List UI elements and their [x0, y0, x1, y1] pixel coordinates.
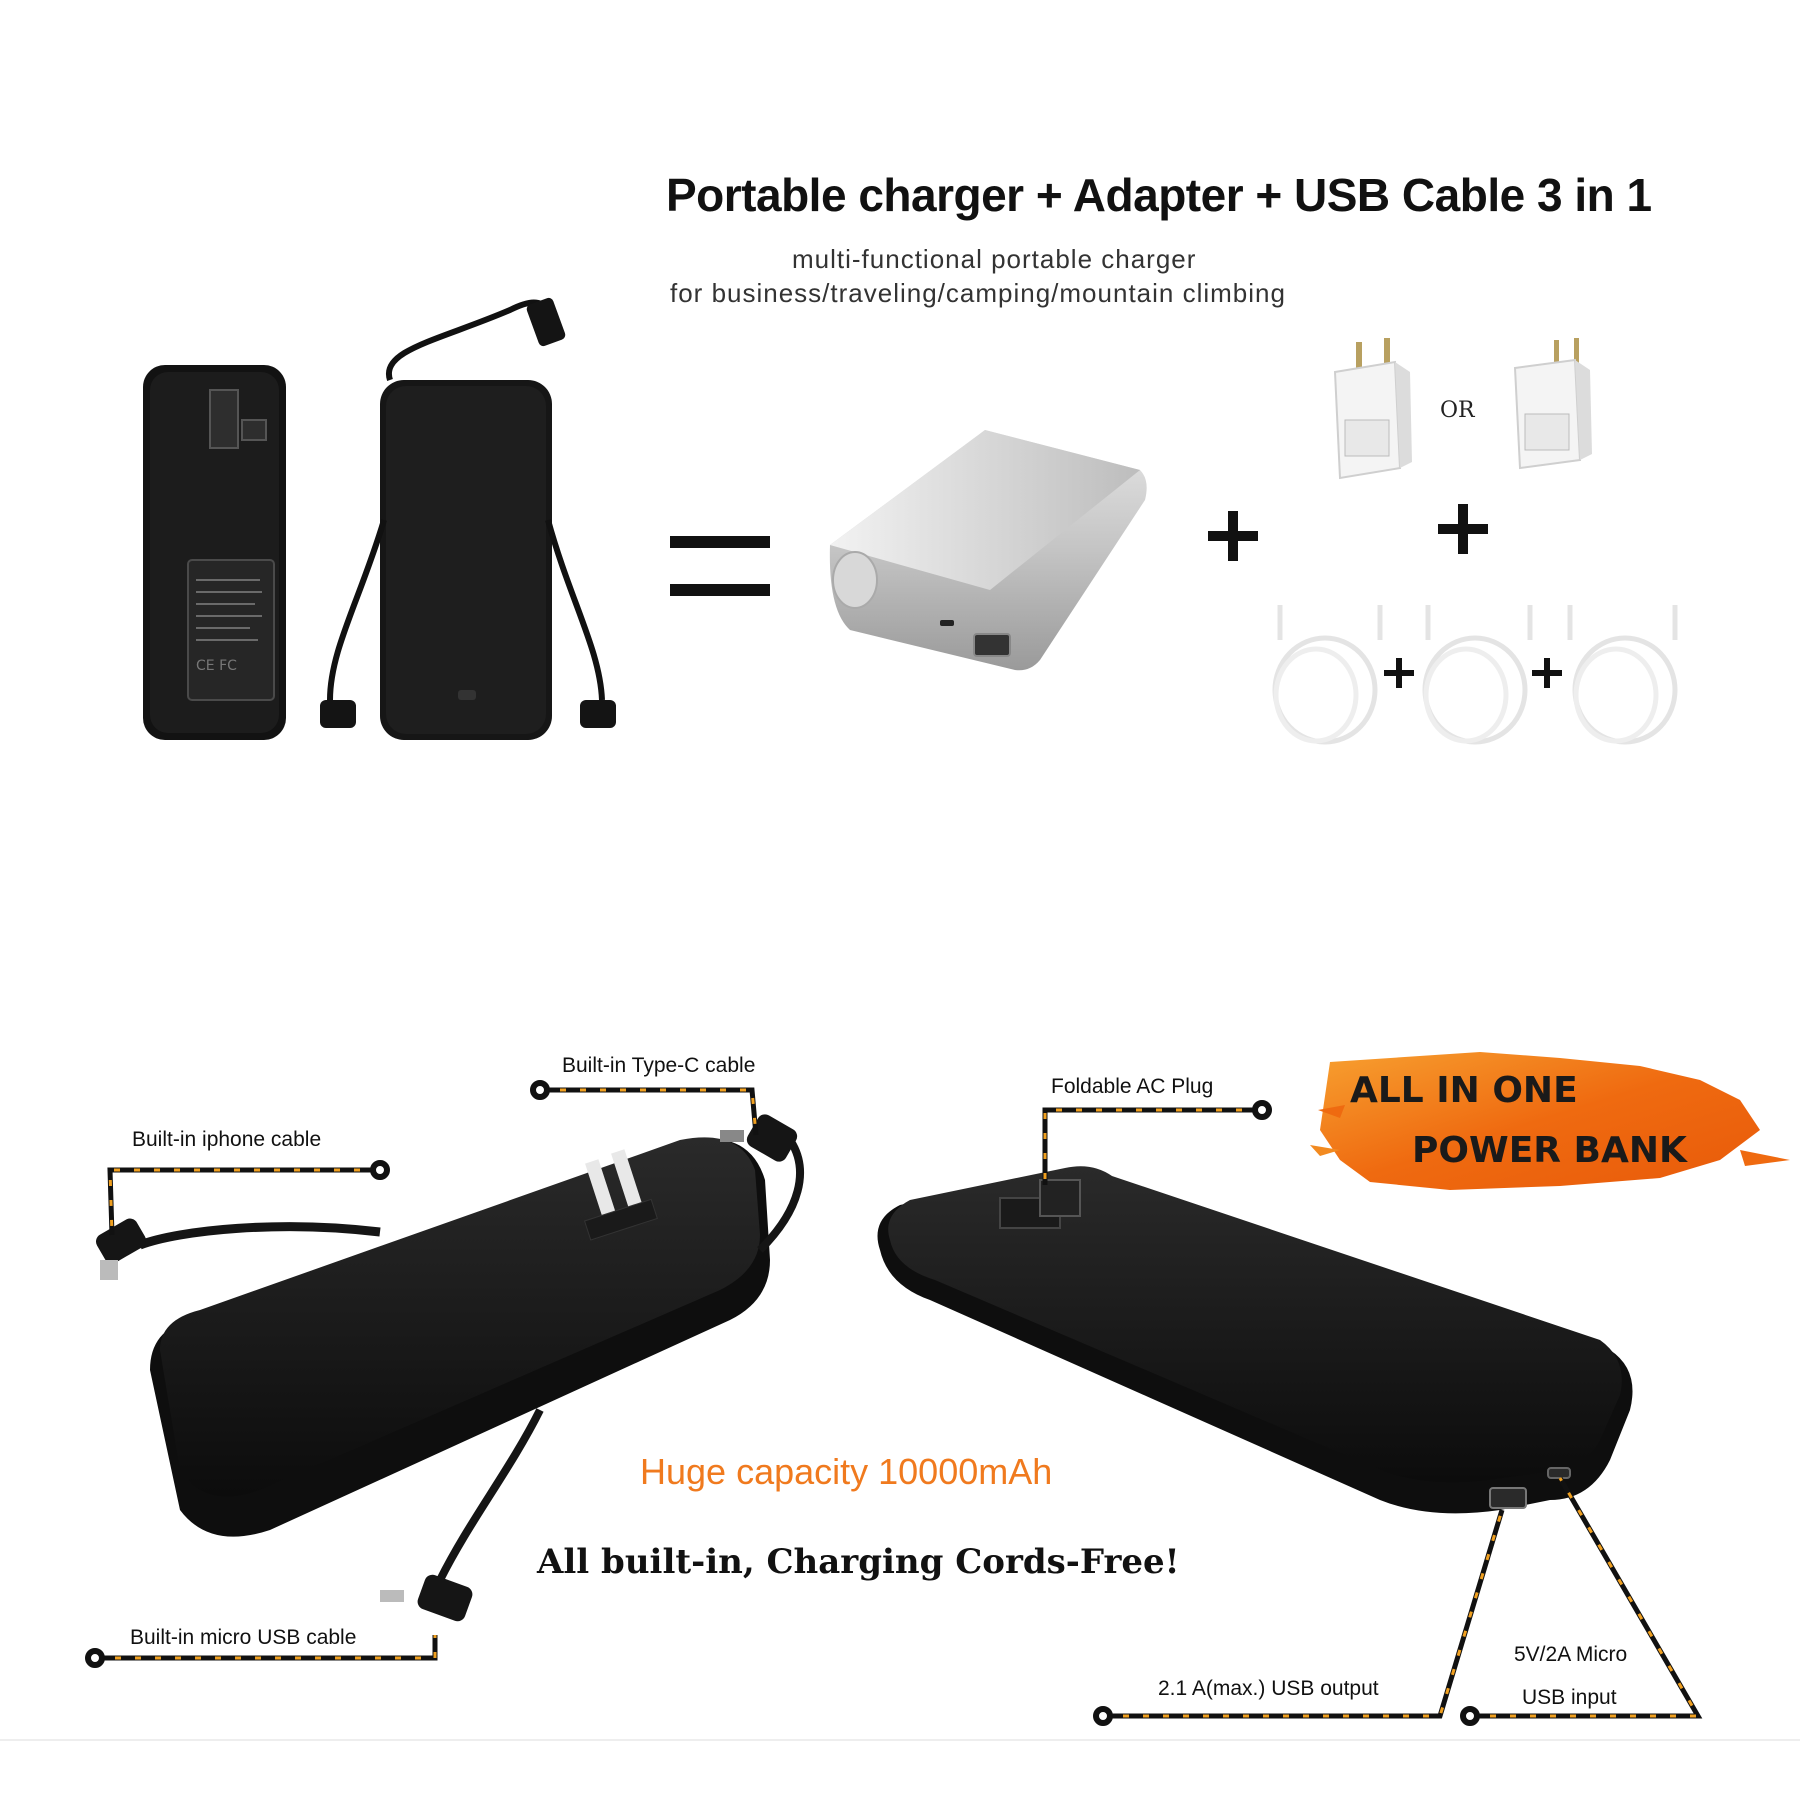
callout-lines	[95, 1087, 1703, 1719]
wall-adapter-eu	[1333, 338, 1412, 480]
brush-stroke-banner	[1310, 1052, 1790, 1190]
callout-type-c-cable: Built-in Type-C cable	[562, 1054, 756, 1077]
or-label: OR	[1440, 398, 1475, 423]
usb-cable-set	[1272, 605, 1678, 745]
plus-icon	[1532, 658, 1562, 688]
silver-power-bank	[829, 430, 1147, 671]
plus-icon	[1384, 658, 1414, 688]
equals-sign	[670, 536, 770, 596]
wall-adapter-us	[1513, 338, 1592, 470]
banner-line-1: ALL IN ONE	[1350, 1070, 1578, 1111]
callout-micro-usb-cable: Built-in micro USB cable	[130, 1626, 357, 1649]
plus-icon	[1438, 504, 1488, 554]
svg-text:CE FC: CE FC	[196, 658, 237, 674]
page-title: Portable charger + Adapter + USB Cable 3…	[666, 169, 1652, 221]
power-bank-back-view: CE FC	[143, 365, 286, 740]
plus-icon	[1208, 511, 1258, 561]
power-bank-left-3d	[96, 1114, 804, 1622]
banner-line-2: POWER BANK	[1412, 1130, 1687, 1171]
callout-ac-plug: Foldable AC Plug	[1051, 1075, 1214, 1098]
subtitle-line-2: for business/traveling/camping/mountain …	[670, 278, 1286, 308]
callout-iphone-cable: Built-in iphone cable	[132, 1128, 322, 1151]
callout-endpoints	[85, 1080, 1480, 1726]
callout-micro-input-line-2: USB input	[1522, 1686, 1617, 1709]
power-bank-front-view	[320, 297, 616, 740]
power-bank-right-3d	[877, 1166, 1633, 1514]
cords-free-text: All built-in, Charging Cords-Free!	[537, 1542, 1180, 1582]
callout-usb-output: 2.1 A(max.) USB output	[1158, 1677, 1379, 1700]
subtitle-line-1: multi-functional portable charger	[792, 244, 1197, 274]
callout-micro-input-line-1: 5V/2A Micro	[1514, 1643, 1628, 1666]
capacity-text: Huge capacity 10000mAh	[640, 1451, 1053, 1492]
